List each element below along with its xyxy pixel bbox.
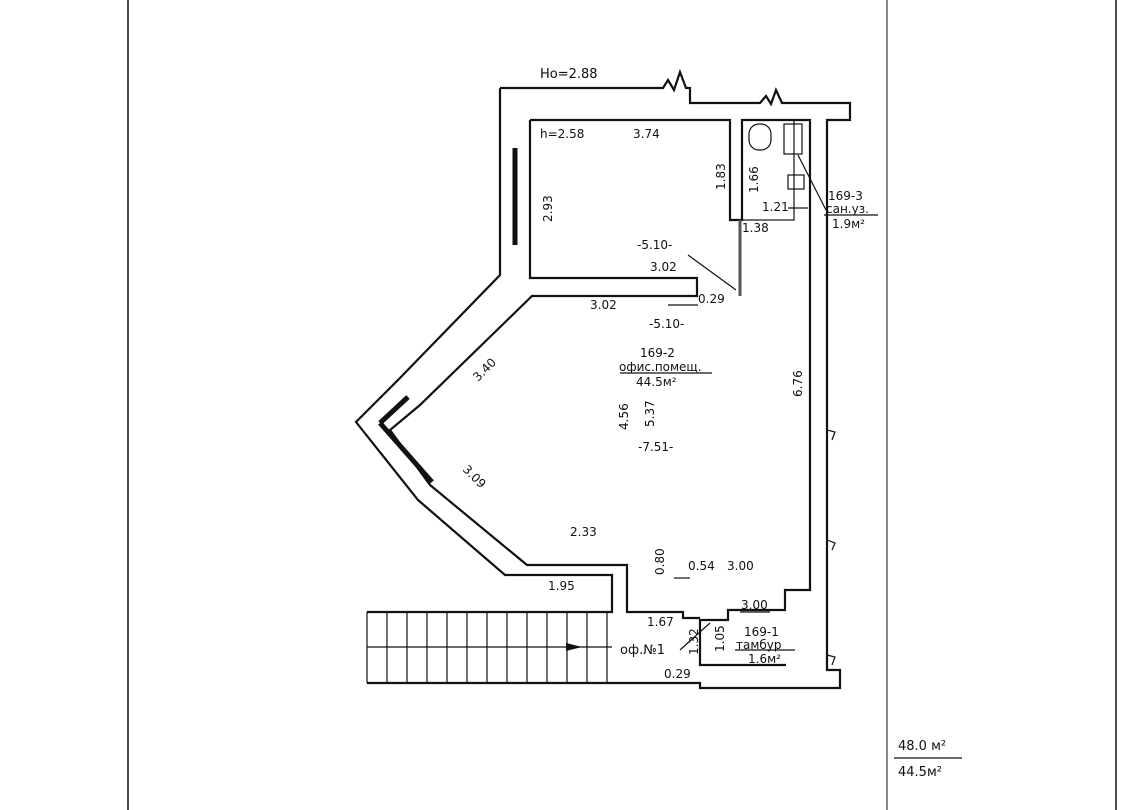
- room-169-1-id: 169-1: [744, 625, 779, 639]
- sink-icon: [783, 123, 803, 155]
- room-169-3-area: 1.9м²: [832, 217, 865, 231]
- room-169-2-name: офис.помещ.: [619, 360, 702, 374]
- dim-step-v: 0.80: [653, 548, 667, 575]
- dim-tambour-h: 1.05: [713, 625, 727, 652]
- total-main-area: 44.5м²: [898, 765, 942, 780]
- dim-lower-step: 2.33: [570, 525, 597, 539]
- dim-upper-width: 3.02: [650, 260, 677, 274]
- dim-upper-area: -5.10-: [637, 238, 672, 252]
- room-169-2-id: 169-2: [640, 346, 675, 360]
- room-169-3-id: 169-3: [828, 189, 863, 203]
- total-area: 48.0 м²: [898, 739, 946, 754]
- dim-tambour-w: 3.00: [741, 598, 768, 612]
- dim-right-height: 6.76: [791, 370, 805, 397]
- stair-arrow-icon: [566, 643, 582, 651]
- dim-main-area: -7.51-: [638, 440, 673, 454]
- staircase: [366, 612, 612, 683]
- dim-left-height: 2.93: [541, 195, 555, 222]
- window-diag-lower: [378, 421, 434, 484]
- outer-wall-left: [354, 88, 614, 614]
- room-169-1-name: тамбур: [736, 638, 782, 652]
- dim-main-h-right: 5.37: [643, 400, 657, 427]
- dim-lower-bottom: 1.95: [548, 579, 575, 593]
- toilet-icon: [748, 123, 772, 151]
- leader-office: [679, 622, 711, 651]
- dim-diag-lower: 3.09: [460, 462, 489, 491]
- dim-main-h-left: 4.56: [617, 403, 631, 430]
- basin-icon: [787, 174, 805, 190]
- dim-diag-upper: 3.40: [470, 355, 499, 384]
- dim-mid-width: 3.02: [590, 298, 617, 312]
- ceiling-outer-label: Ho=2.88: [540, 67, 598, 82]
- dim-mid-area: -5.10-: [649, 317, 684, 331]
- leader-bathroom: [797, 154, 827, 211]
- dim-entry-stub: 0.29: [664, 667, 691, 681]
- dim-bath-door: 1.38: [742, 221, 769, 235]
- room-169-3-name: сан.уз.: [826, 202, 869, 216]
- inner-wall-upper: [530, 118, 812, 667]
- dim-corridor: 1.67: [647, 615, 674, 629]
- dim-stub: 0.29: [698, 292, 725, 306]
- dim-step-h: 0.54: [688, 559, 715, 573]
- office-name-label: оф.№1: [620, 643, 665, 658]
- room-169-1-area: 1.6м²: [748, 652, 781, 666]
- dim-tambour-top: 3.00: [727, 559, 754, 573]
- dim-bath-inner-w: 1.21: [762, 200, 789, 214]
- dim-bath-inner-h: 1.66: [747, 166, 761, 193]
- leader-upper-area: [687, 254, 737, 291]
- bathroom-inner-wall: [741, 119, 795, 221]
- dim-top-width: 3.74: [633, 127, 660, 141]
- dim-bath-outer: 1.83: [714, 163, 728, 190]
- ceiling-inner-label: h=2.58: [540, 127, 584, 141]
- window-diag-upper: [378, 395, 410, 425]
- outer-wall: [367, 68, 852, 690]
- dim-entry-h: 1.32: [687, 628, 701, 655]
- room-169-2-area: 44.5м²: [636, 375, 677, 389]
- right-wall-breaks: [826, 429, 836, 666]
